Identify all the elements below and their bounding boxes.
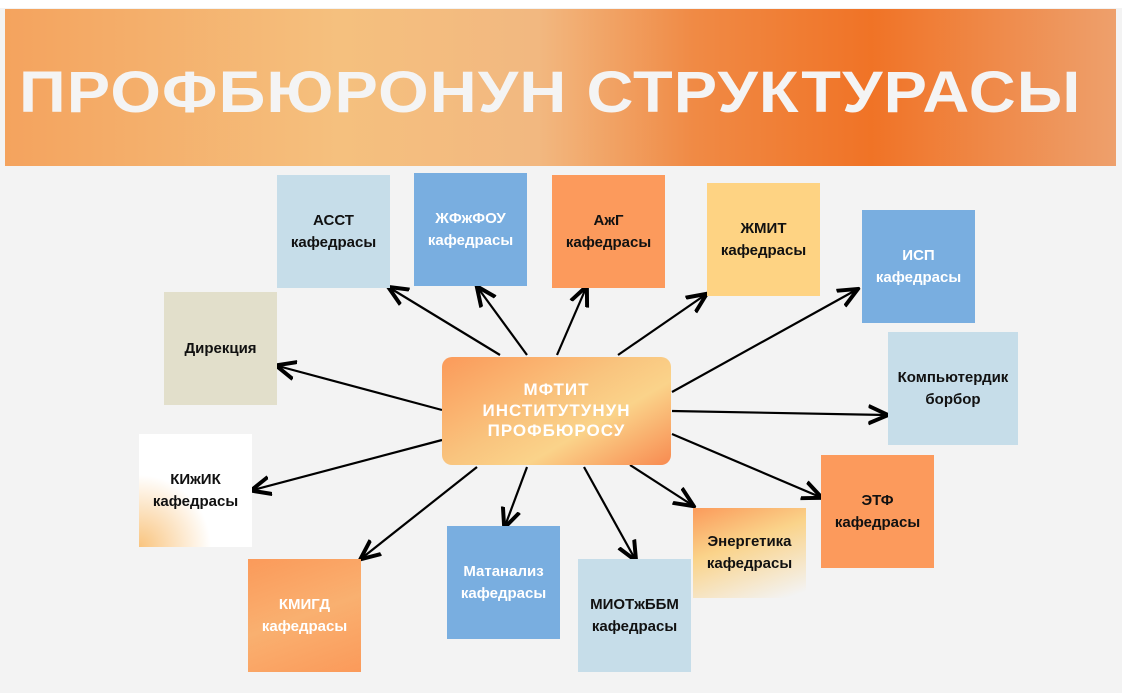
arrow (629, 464, 692, 505)
node-kizhik: КИжИК кафедрасы (139, 434, 252, 547)
node-label: Дирекция (184, 339, 257, 357)
top-strip (0, 0, 1122, 8)
node-label: кафедрасы (261, 617, 348, 635)
node-miotzhbbm: МИОТжББМ кафедрасы (578, 559, 691, 672)
node-label: Матанализ (463, 562, 544, 580)
arrow (617, 295, 705, 356)
node-label: кафедрасы (834, 513, 921, 531)
node-label: кафедрасы (591, 617, 678, 635)
arrow (478, 288, 528, 356)
arrow (278, 366, 443, 412)
node-computer-center: Компьютердик борбор (888, 332, 1018, 445)
arrow (583, 466, 635, 559)
arrow (362, 466, 478, 558)
node-label: Энергетика (707, 533, 792, 551)
node-label: ЭТФ (861, 491, 894, 509)
node-isp: ИСП кафедрасы (862, 210, 975, 323)
node-label: АжГ (593, 211, 624, 229)
node-label: ИСП (902, 246, 935, 264)
node-label: кафедрасы (290, 233, 377, 251)
node-label: кафедрасы (460, 584, 547, 602)
node-label: кафедрасы (565, 233, 652, 251)
node-zhfzhfou: ЖФжФОУ кафедрасы (414, 173, 527, 286)
node-label: КИжИК (170, 470, 221, 488)
node-label: ЖМИТ (740, 219, 787, 237)
arrow (390, 288, 501, 356)
node-label: кафедрасы (720, 241, 807, 259)
node-asst: АССТ кафедрасы (277, 175, 390, 288)
arrow (555, 288, 586, 356)
node-energetika: Энергетика кафедрасы (693, 508, 806, 598)
node-label: ЖФжФОУ (435, 209, 506, 227)
node-label: кафедрасы (152, 492, 239, 510)
center-line: ПРОФБЮРОСУ (487, 421, 626, 441)
node-label: кафедрасы (706, 555, 793, 572)
node-label: КМИГД (278, 595, 331, 613)
node-label: кафедрасы (875, 268, 962, 286)
arrow (253, 438, 443, 490)
node-label: МИОТжББМ (590, 595, 679, 613)
node-direktsiya: Дирекция (164, 292, 277, 405)
node-zhmit: ЖМИТ кафедрасы (707, 183, 820, 296)
node-matanaliz: Матанализ кафедрасы (447, 526, 560, 639)
title-banner: ПРОФБЮРОНУН СТРУКТУРАСЫ (5, 9, 1116, 166)
center-line: МФТИТ (523, 380, 590, 400)
arrow (505, 466, 529, 526)
arrow (671, 290, 856, 393)
node-azhg: АжГ кафедрасы (552, 175, 665, 288)
arrow (671, 432, 820, 497)
center-line: ИНСТИТУТУНУН (482, 400, 631, 420)
arrow (671, 411, 886, 415)
node-label: АССТ (313, 211, 354, 229)
node-label: кафедрасы (427, 231, 514, 249)
node-label: Компьютердик (897, 368, 1009, 386)
node-label: борбор (925, 390, 981, 408)
page-title: ПРОФБЮРОНУН СТРУКТУРАСЫ (19, 60, 1082, 125)
node-kmigd: КМИГД кафедрасы (248, 559, 361, 672)
node-etf: ЭТФ кафедрасы (821, 455, 934, 568)
